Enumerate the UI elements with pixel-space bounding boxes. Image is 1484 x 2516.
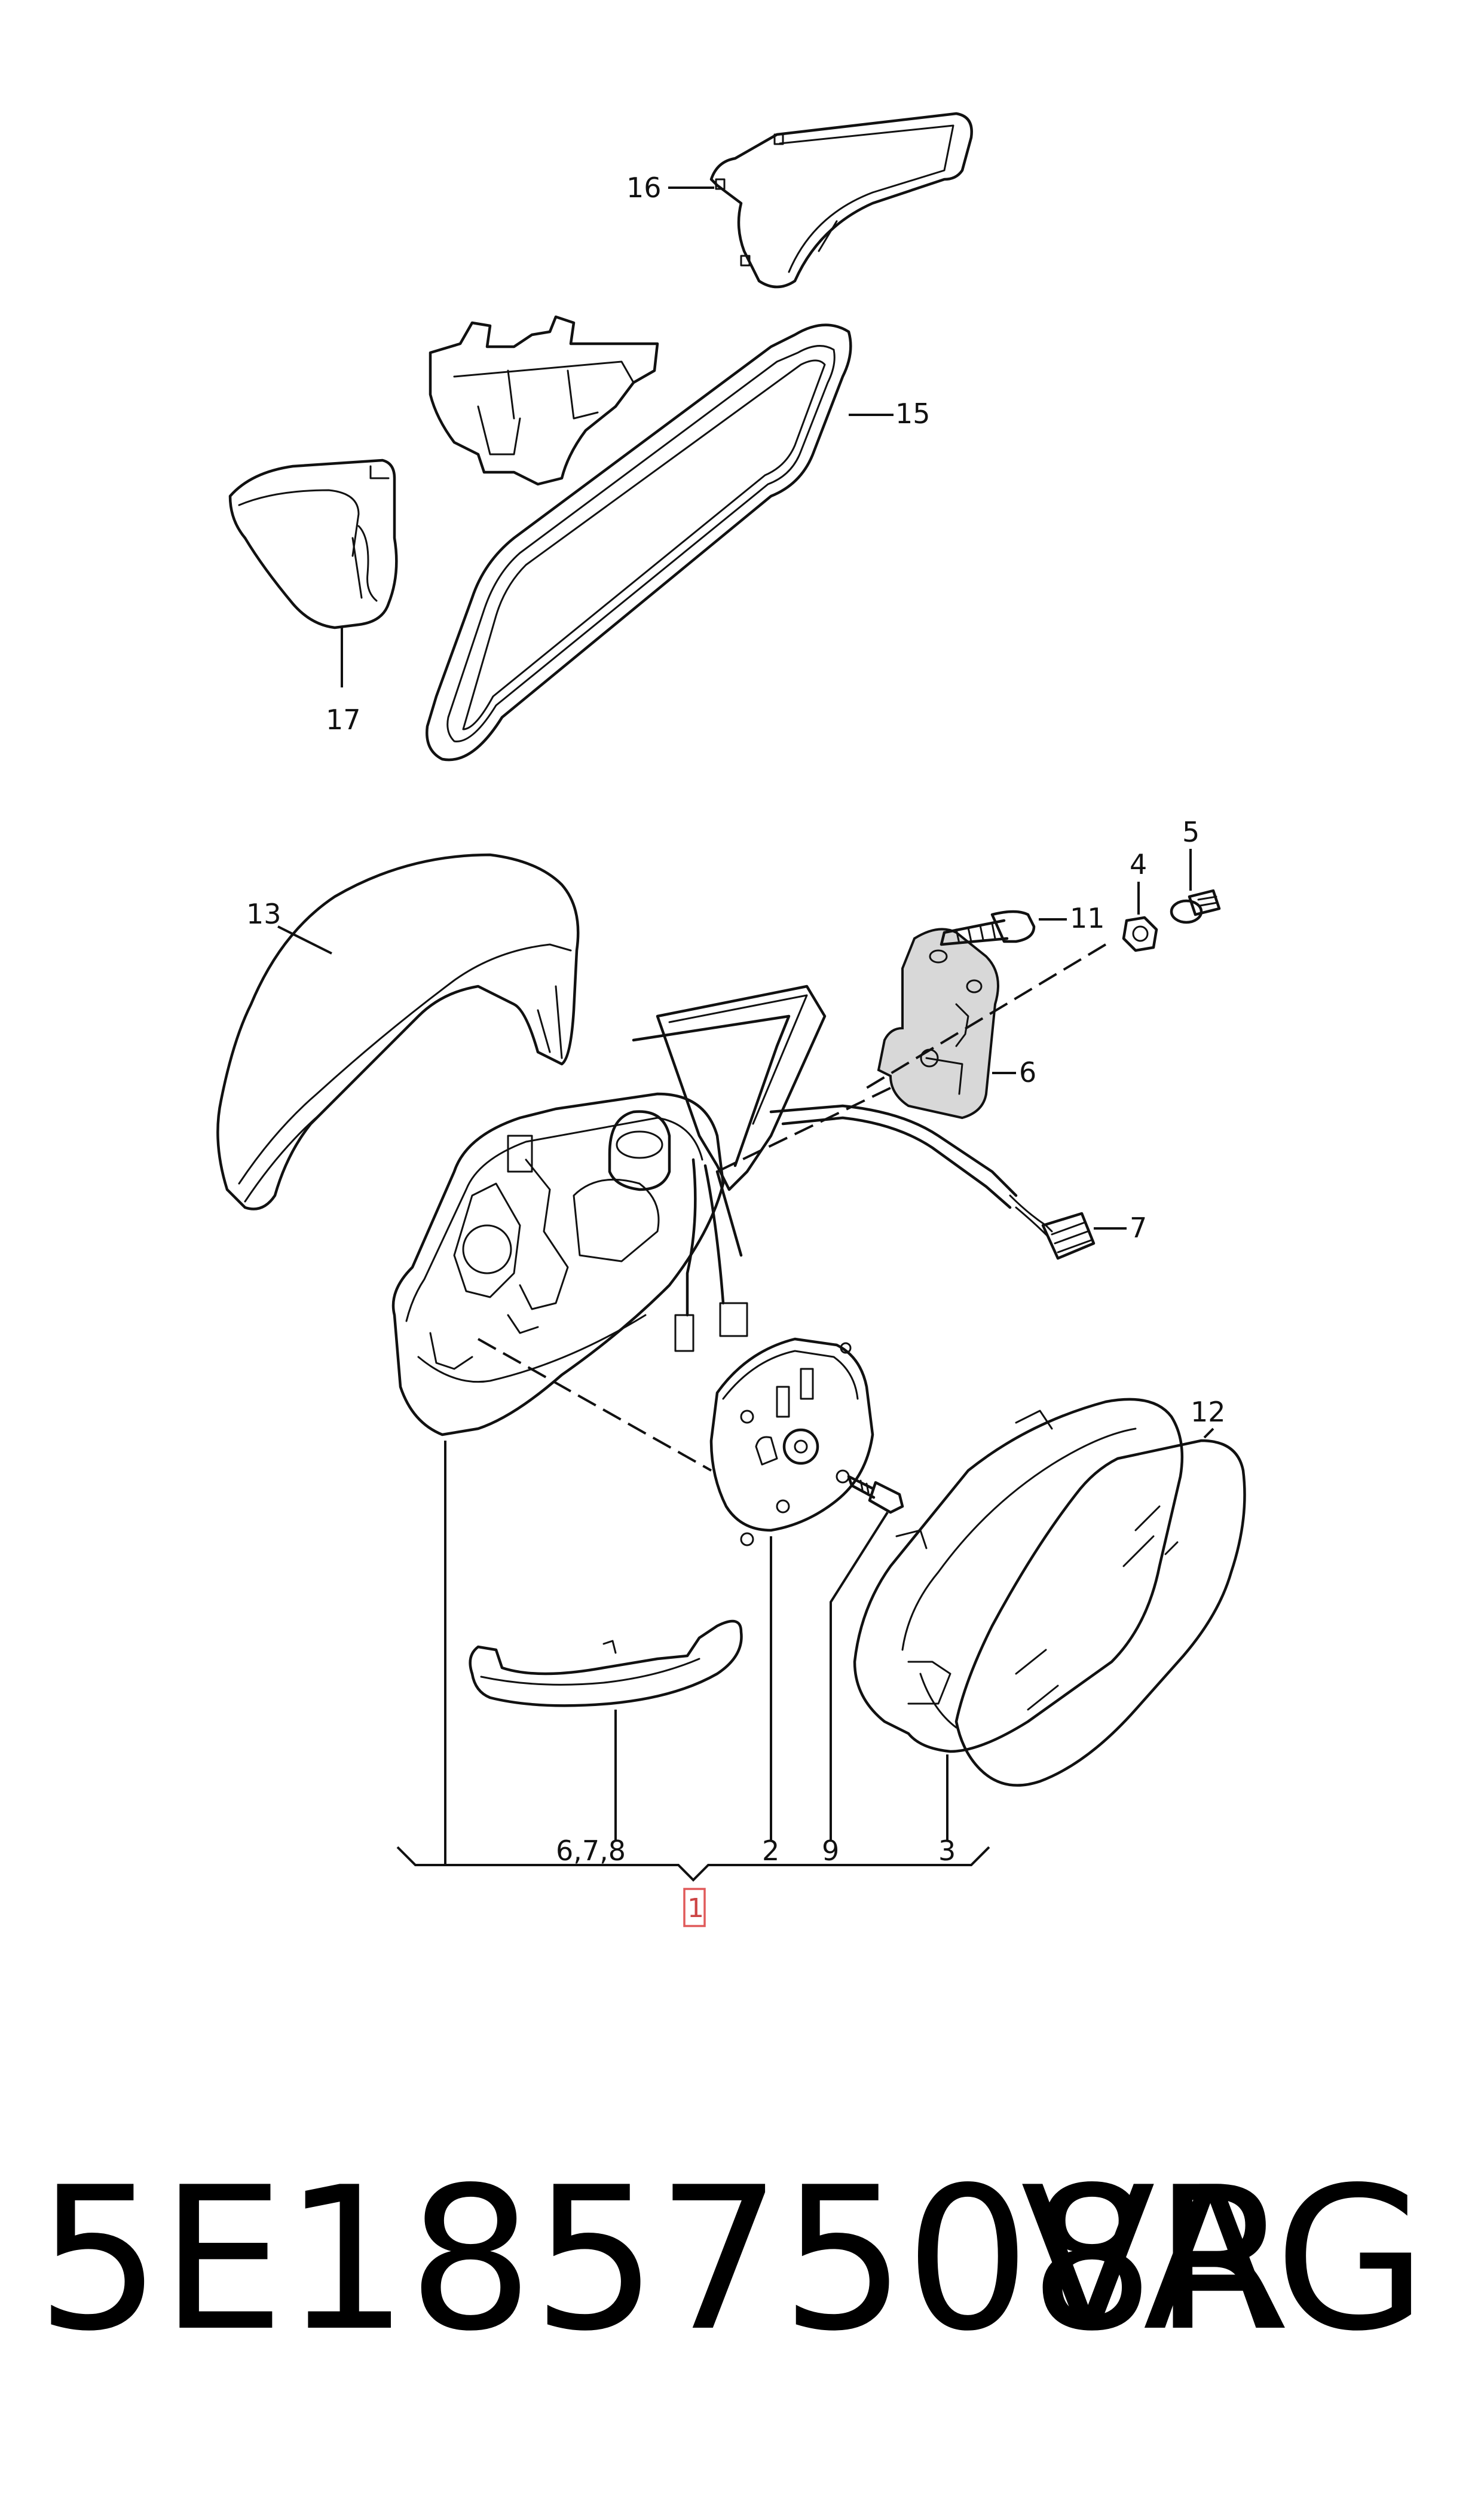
callout-7: 7 [1130, 1212, 1147, 1244]
footer: 5E1857508R VAG [0, 2140, 1484, 2379]
assembly-axis-lower [478, 1338, 712, 1472]
part-9-screw [830, 1475, 904, 1841]
callout-13: 13 [246, 898, 281, 930]
callout-1: 1 [687, 1893, 704, 1924]
callout-5: 5 [1182, 816, 1200, 848]
callout-9: 9 [822, 1835, 839, 1867]
exploded-parts-diagram: 16 15 17 13 11 4 5 6 7 12 6,7,8 2 9 3 1 [216, 112, 1246, 1927]
assembly-axis-mid [717, 1087, 891, 1173]
callout-2: 2 [762, 1835, 779, 1867]
part-12-mirror-glass [954, 1427, 1246, 1787]
part-1-mirror-frame [391, 985, 1127, 1436]
part-15-mirror-body [426, 323, 894, 762]
part-17-cover-cap [228, 458, 398, 687]
assembly-axis-upper [865, 943, 1107, 1089]
part-16-base-cover [668, 112, 973, 289]
part-2-adjusting-motor [709, 1337, 874, 1841]
part-13-housing-shell [216, 853, 580, 1210]
callout-11: 11 [1070, 902, 1105, 934]
callout-4: 4 [1130, 848, 1147, 881]
part-3-glass-housing [853, 1398, 1184, 1841]
callout-16: 16 [626, 172, 662, 204]
callout-12: 12 [1191, 1396, 1226, 1428]
callout-1-box [683, 1888, 706, 1927]
part-4-nut [1122, 882, 1158, 952]
callout-17: 17 [326, 704, 361, 736]
part-number: 5E1857508R [36, 2145, 1290, 2374]
part-5-screw [1170, 849, 1221, 924]
callout-6: 6 [1019, 1056, 1036, 1089]
part-11-bolt [940, 910, 1067, 946]
callout-3: 3 [938, 1835, 956, 1867]
part-678-side-indicator [469, 1619, 743, 1841]
callout-6-7-8: 6,7,8 [556, 1835, 626, 1867]
group-bracket [396, 1846, 990, 1882]
brand-name: VAG [1020, 2145, 1427, 2374]
callout-15: 15 [895, 398, 931, 430]
part-6-adjusting-plate [877, 928, 1016, 1120]
part-15-mirror-base [429, 315, 659, 486]
